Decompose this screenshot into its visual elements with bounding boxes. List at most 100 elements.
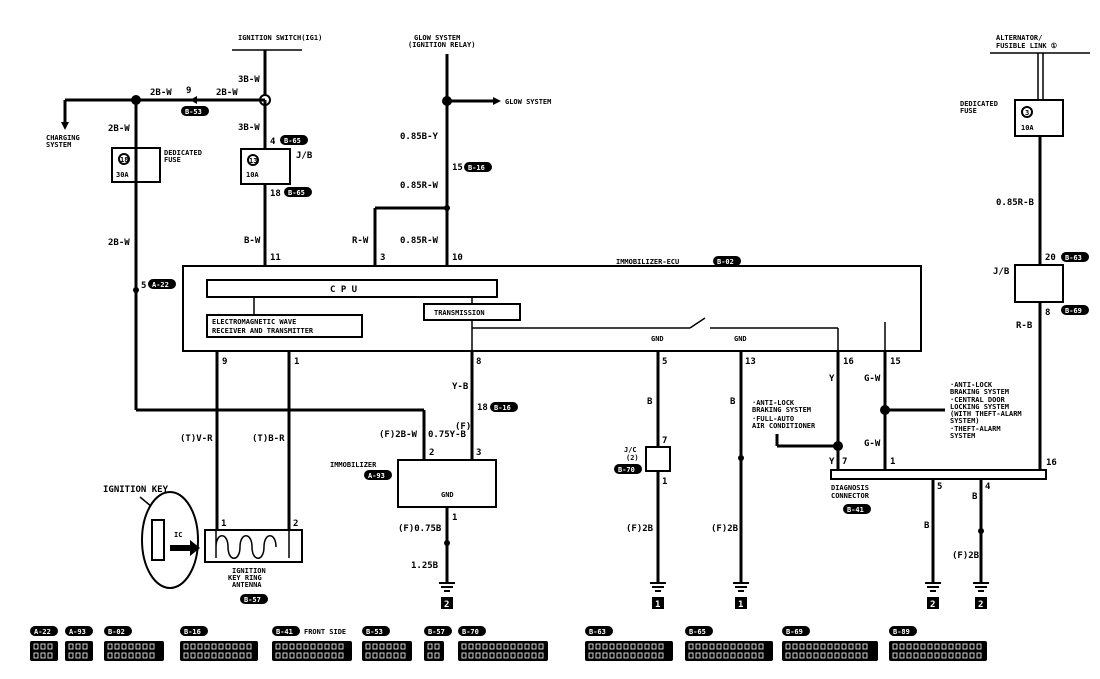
wire-label: 3B-W (238, 123, 260, 133)
alternator-label: FUSIBLE LINK ① (996, 42, 1057, 50)
glow-relay-label: (IGNITION RELAY) (408, 41, 475, 49)
arrow-right-icon (170, 540, 200, 556)
ground-icon: 1 (733, 582, 749, 610)
wire-label: G-W (864, 374, 881, 384)
legend-connector: B-16 (180, 626, 258, 661)
svg-text:B-70: B-70 (618, 466, 635, 474)
abs-aircon-label: AIR CONDITIONER (752, 422, 816, 430)
switch-icon (689, 317, 706, 329)
immobilizer-label: IMMOBILIZER (330, 461, 377, 469)
wire-label: (F)2B (952, 551, 980, 561)
svg-text:B-65: B-65 (284, 137, 301, 145)
legend-extra: FRONT SIDE (304, 628, 346, 636)
pin-label: 3 (476, 448, 481, 458)
immobilizer-unit (397, 459, 497, 508)
glow-system-label: GLOW SYSTEM (505, 98, 551, 106)
wire-label: B-W (244, 236, 261, 246)
svg-text:5: 5 (662, 357, 667, 367)
fuse-label: DEDICATED (164, 149, 202, 157)
wire-label: 0.85R-W (400, 236, 439, 246)
pin-label: 10 (452, 253, 463, 263)
legend-tag: A-93 (69, 628, 86, 636)
cpu-block (206, 279, 498, 298)
legend-connector: B-65 (685, 626, 773, 661)
legend-connector: B-53 (362, 626, 412, 661)
jc-label: (2) (626, 454, 639, 462)
legend-tag: B-69 (786, 628, 803, 636)
joint-connector (645, 446, 671, 472)
wire-label: 2B-W (216, 88, 238, 98)
splice-dot (738, 455, 744, 461)
legend-connector: A-22 (30, 626, 58, 661)
wire-label: (T)B-R (252, 434, 285, 444)
svg-text:B-02: B-02 (717, 258, 734, 266)
antenna-coil-icon (215, 530, 290, 559)
svg-text:B-57: B-57 (244, 596, 261, 604)
tag-b02: B-02 (713, 256, 741, 266)
svg-text:B-53: B-53 (185, 108, 202, 116)
transmission-label: TRANSMISSION (434, 309, 485, 317)
pin-label: 18 (270, 189, 281, 199)
fuse-number: 3 (1025, 109, 1029, 117)
wire-label: Y (829, 374, 835, 384)
wire-label: B (972, 492, 978, 502)
legend-tag: B-57 (428, 628, 445, 636)
jb-fuse (240, 148, 291, 185)
pin-label: 11 (270, 253, 281, 263)
wire-label: (T)V-R (180, 434, 213, 444)
wire-label: B (730, 397, 736, 407)
pin-label: 9 (186, 86, 191, 96)
key-chip-label: IC (174, 531, 182, 539)
svg-text:B-16: B-16 (494, 404, 511, 412)
pin-label: 8 (1045, 308, 1050, 318)
abs-aircon-label: ·ANTI-LOCK (752, 399, 795, 407)
receiver-label: RECEIVER AND TRANSMITTER (212, 327, 314, 335)
fuse-number-badge (1021, 106, 1033, 118)
wire-label: G-W (864, 439, 881, 449)
key-chip-icon (151, 519, 165, 561)
antenna-label: IGNITION (232, 567, 266, 575)
fuse-number: 18 (120, 156, 128, 164)
pin-label: 5 (141, 281, 146, 291)
jb-right (1014, 264, 1064, 303)
wire-label: (F) (455, 422, 471, 432)
wire-label: 0.85B-Y (400, 132, 439, 142)
diagnosis-connector (830, 469, 1047, 480)
charging-system-label: CHARGING (46, 134, 80, 142)
wire-label: B (647, 397, 653, 407)
legend-connector: A-93 (65, 626, 93, 661)
svg-text:SYSTEM: SYSTEM (950, 432, 975, 440)
pin-label: 15 (452, 163, 463, 173)
svg-text:(WITH THEFT-ALARM: (WITH THEFT-ALARM (950, 410, 1022, 418)
wire-label: (F)2B-W (379, 430, 418, 440)
gnd-label: GND (651, 335, 664, 343)
cpu-label: C P U (330, 285, 357, 295)
tag-b65: B-65 (284, 187, 312, 197)
alternator-label: ALTERNATOR/ (996, 34, 1042, 42)
ecu-bottom-pins: 9 1 8 5 13 16 15 (222, 357, 901, 367)
legend-tag: B-16 (184, 628, 201, 636)
legend-connector: B-02 (104, 626, 164, 661)
svg-text:B-41: B-41 (847, 506, 864, 514)
tag-b57: B-57 (240, 594, 268, 604)
ground-number: 1 (738, 600, 743, 610)
wire-label: (F)0.75B (398, 524, 442, 534)
svg-text:·THEFT-ALARM: ·THEFT-ALARM (950, 425, 1001, 433)
pin-label: 5 (937, 482, 942, 492)
right-systems-label: ·ANTI-LOCK BRAKING SYSTEM ·CENTRAL DOOR … (950, 381, 1022, 440)
tag-b53: B-53 (181, 106, 209, 116)
ignition-switch-label: IGNITION SWITCH(IG1) (238, 34, 322, 42)
gnd-label: GND (441, 491, 454, 499)
receiver-block (206, 314, 363, 338)
tag-a22: A-22 (148, 279, 176, 289)
legend-connector: B-89 (889, 626, 987, 661)
immobilizer-ecu (182, 265, 922, 352)
wire-label: B (924, 521, 930, 531)
pin-label: 7 (662, 436, 667, 446)
ground-number: 2 (978, 600, 983, 610)
splice-dot (444, 540, 450, 546)
pin-label: 7 (842, 457, 847, 467)
